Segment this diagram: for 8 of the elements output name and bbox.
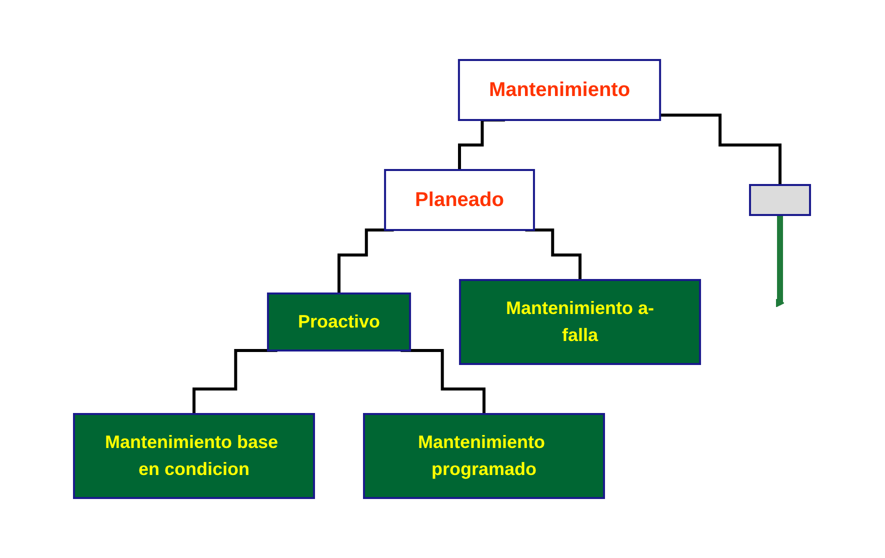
node-box: Mantenimiento bbox=[458, 59, 662, 121]
node-box: Mantenimiento base en condicion bbox=[73, 413, 316, 499]
node-box: Planeado bbox=[384, 169, 536, 231]
node-box: Mantenimiento programado bbox=[363, 413, 606, 499]
connector bbox=[660, 114, 782, 186]
node-box bbox=[750, 184, 812, 216]
node-box: Proactivo bbox=[267, 292, 412, 352]
node-box: Mantenimiento a-falla bbox=[460, 279, 702, 365]
